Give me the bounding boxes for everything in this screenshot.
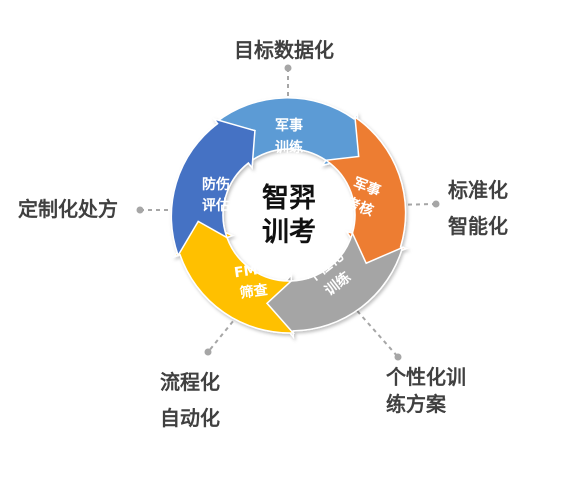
segment-label-prevention-evaluation-line1: 防伤	[202, 176, 230, 193]
label-standardization: 标准化	[448, 178, 508, 202]
label-target-data: 目标数据化	[234, 38, 334, 62]
label-customized-prescription: 定制化处方	[18, 197, 118, 221]
segment-arrow-prevention-evaluation	[170, 117, 256, 258]
label-intelligence: 智能化	[448, 214, 508, 238]
label-automation: 自动化	[160, 406, 220, 430]
segment-label-military-training-line1: 军事	[275, 117, 303, 134]
segment-arrow-fms-screening	[172, 220, 295, 334]
connector-right	[391, 200, 440, 208]
cycle-ring	[170, 97, 409, 340]
center-title-line1: 智羿	[262, 183, 316, 214]
label-personalized-plan-line1: 个性化训	[386, 365, 466, 389]
label-personalized-plan-line2: 练方案	[386, 392, 446, 416]
segment-label-prevention-evaluation-line2: 评估	[202, 197, 230, 214]
label-process: 流程化	[160, 370, 220, 394]
segment-label-fms-screening-line2: 筛查	[239, 281, 270, 302]
segment-label-military-training-line2: 训练	[275, 139, 303, 156]
center-title-line2: 训考	[262, 217, 316, 248]
connector-bottom-right	[351, 304, 402, 361]
segment-arrow-personalized-training	[266, 231, 404, 340]
center-title: 智羿 训考	[262, 183, 316, 248]
segment-label-fms-screening-line1: FMS	[233, 261, 268, 282]
segment-arrow-military-assessment	[323, 115, 409, 265]
